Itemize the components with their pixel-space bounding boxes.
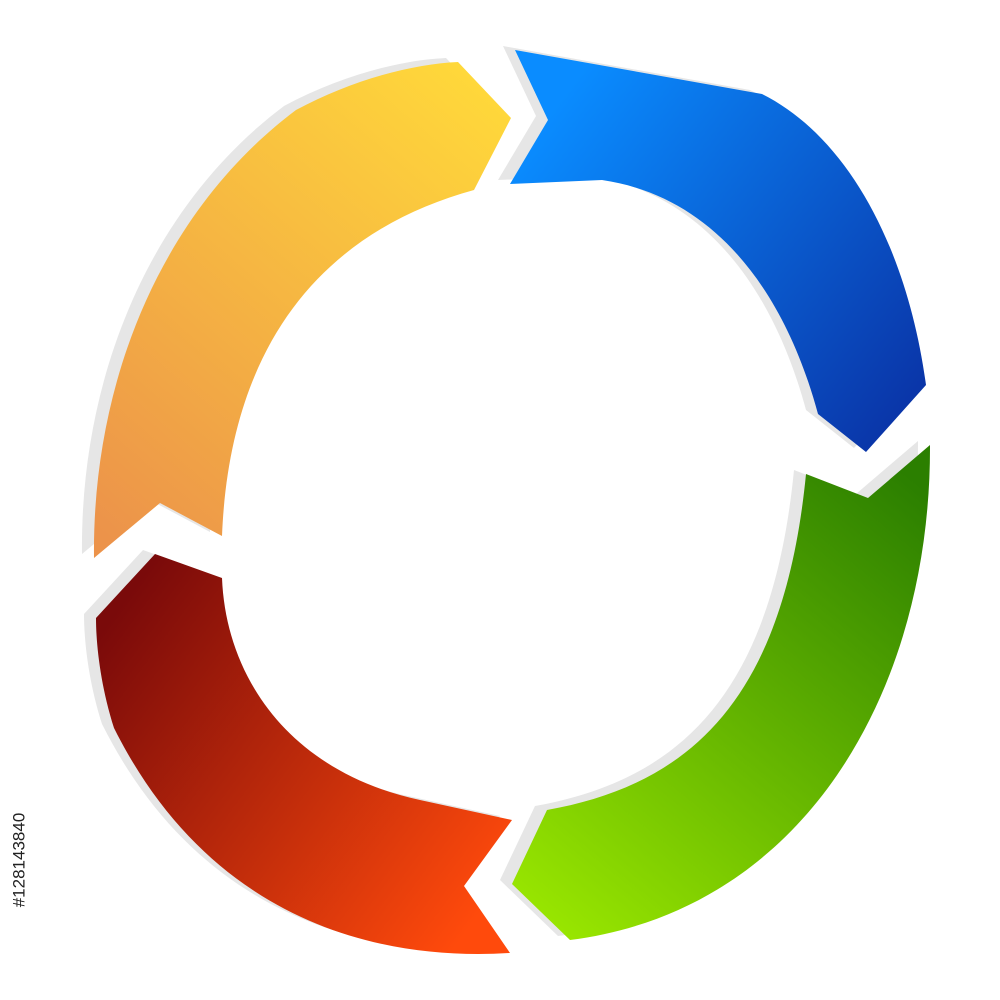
blue-arrow <box>510 50 926 452</box>
red-arrow <box>96 554 512 954</box>
green-arrow <box>512 445 931 940</box>
stock-id-text: #128143840 <box>9 812 29 908</box>
orange-arrow <box>93 62 511 558</box>
stock-id-label: #128143840 <box>6 760 32 960</box>
